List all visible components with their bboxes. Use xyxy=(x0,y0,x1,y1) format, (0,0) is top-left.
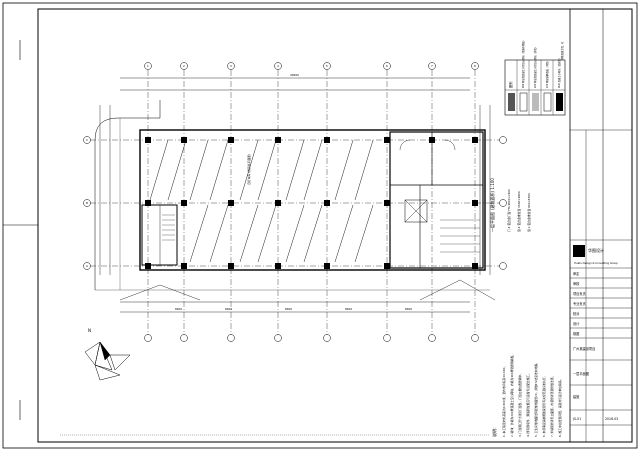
legend-item-2: 200 厚彩色混凝土小型空心砌块（外墙） xyxy=(533,46,537,88)
axis-c: C xyxy=(86,138,88,142)
tb-date: 2016.03 xyxy=(605,417,618,421)
tb-row-2: 审核 xyxy=(573,281,580,286)
floor-plan: 40900 8400 8400 8400 8400 8400 1 2 xyxy=(83,62,507,342)
right-note-2: 窗-1 铝合金推拉窗 1500×1800 xyxy=(517,191,521,232)
legend-item-3: 100 厚轻质隔墙板（内墙） xyxy=(545,60,549,88)
axis-7: 7 xyxy=(431,64,433,68)
tb-row-4: 专业负责 xyxy=(573,301,586,306)
axis-b: B xyxy=(86,201,88,205)
building-outline xyxy=(139,129,486,271)
axis-2: 2 xyxy=(183,64,185,68)
dim-top-total: 40900 xyxy=(290,73,299,77)
dim-bottom-1: 8400 xyxy=(175,307,182,311)
tb-row-1: 审定 xyxy=(573,271,580,276)
scale-text: (建筑面积) 1:100 xyxy=(489,178,495,210)
company-logo xyxy=(573,245,585,257)
structural-columns xyxy=(145,137,478,269)
tb-row-3: 项目负责 xyxy=(573,291,586,296)
legend-item-5: 钢筋混凝土墙、柱 xyxy=(560,41,564,60)
axis-bubbles-bottom xyxy=(144,334,479,342)
dim-bottom-3: 8400 xyxy=(285,307,292,311)
legend-item-4: Mu5 混凝土小砌块（填充墙） xyxy=(557,57,561,88)
legend: 图例 900 厚彩色混凝土小型空心砌块（墙身防潮层） 200 厚彩色混凝土小型空… xyxy=(504,39,566,116)
axis-bubbles-side xyxy=(83,136,507,270)
right-service-block xyxy=(389,131,484,269)
axis-5: 5 xyxy=(326,64,328,68)
title-block: 华图设计 Huatu Design & Consulting Group 审定 … xyxy=(569,9,632,442)
right-note-3: 窗-2 铝合金推拉窗 900×1500 xyxy=(527,193,531,232)
north-label: N xyxy=(88,328,91,333)
note-3: 3. 门窗洞口尺寸详见门窗表，门窗立樘位置居墙中。 xyxy=(518,372,522,437)
dim-bottom-5: 8400 xyxy=(405,307,412,311)
left-stair-room xyxy=(141,204,178,266)
note-1: 1. 本工程室内外高差为0.300米，室内地坪标高±0.000。 xyxy=(502,365,506,437)
right-note-1: 门-1 铝合金门窗 FM-1800×2100 xyxy=(507,189,511,232)
notes-title: 说明： xyxy=(491,425,497,437)
legend-title: 图例 xyxy=(508,82,513,88)
company-name: 华图设计 xyxy=(588,247,604,253)
tb-row-6: 设计 xyxy=(573,321,580,326)
note-8: 8. 施工中如发现问题，请及时与设计单位联系。 xyxy=(558,378,562,438)
scale-title: 一层平面图 xyxy=(489,212,495,232)
axis-bubbles-top xyxy=(144,62,479,70)
legend-item-1: 900 厚彩色混凝土小型空心砌块（墙身防潮层） xyxy=(521,39,525,88)
general-notes: 说明： 1. 本工程室内外高差为0.300米，室内地坪标高±0.000。 2. … xyxy=(491,353,562,437)
site-boundary xyxy=(94,100,161,290)
tb-sheet: 建施 xyxy=(573,394,580,399)
door-window-notes: 一层平面图 (建筑面积) 1:100 门-1 铝合金门窗 FM-1800×210… xyxy=(489,178,531,232)
axis-a: A xyxy=(86,264,88,268)
tb-project: 广州某建设项目 xyxy=(573,346,595,351)
note-2: 2. 墙体：外墙为200厚混凝土空心砌块，内墙为100厚轻质隔墙板。 xyxy=(510,353,514,437)
entrance-ramps xyxy=(119,279,496,301)
note-6: 6. 未尽事宜请参照国家现行有关规范及标准执行。 xyxy=(542,375,546,437)
company-name-en: Huatu Design & Consulting Group xyxy=(574,261,618,265)
bike-parking-hatch xyxy=(149,139,374,263)
north-arrow xyxy=(84,341,131,381)
note-7: 7. 外墙装修详见立面图，内装修详见装修做法表。 xyxy=(550,375,554,437)
axis-4: 4 xyxy=(277,64,279,68)
note-4: 4. 所有预埋件、预留洞位置应与设备专业配合施工。 xyxy=(526,372,530,437)
tb-row-5: 校对 xyxy=(573,311,580,316)
tb-drawing-no: JS-01 xyxy=(572,417,581,421)
axis-6: 6 xyxy=(386,64,388,68)
tb-drawing-name: 一层平面图 xyxy=(573,371,589,376)
axis-3: 3 xyxy=(230,64,232,68)
inner-frame xyxy=(37,8,633,443)
center-note: 自行车库 (详见总平面图) xyxy=(247,154,251,185)
note-5: 5. 卫生间楼地面比同层楼地面低20，并做1%坡度坡向地漏。 xyxy=(534,361,538,437)
dim-bottom-4: 8400 xyxy=(345,307,352,311)
dim-bottom-2: 8400 xyxy=(225,307,232,311)
binding-margin xyxy=(3,40,38,420)
axis-8: 8 xyxy=(474,64,476,68)
tb-row-7: 制图 xyxy=(573,331,579,336)
axis-1: 1 xyxy=(147,64,149,68)
